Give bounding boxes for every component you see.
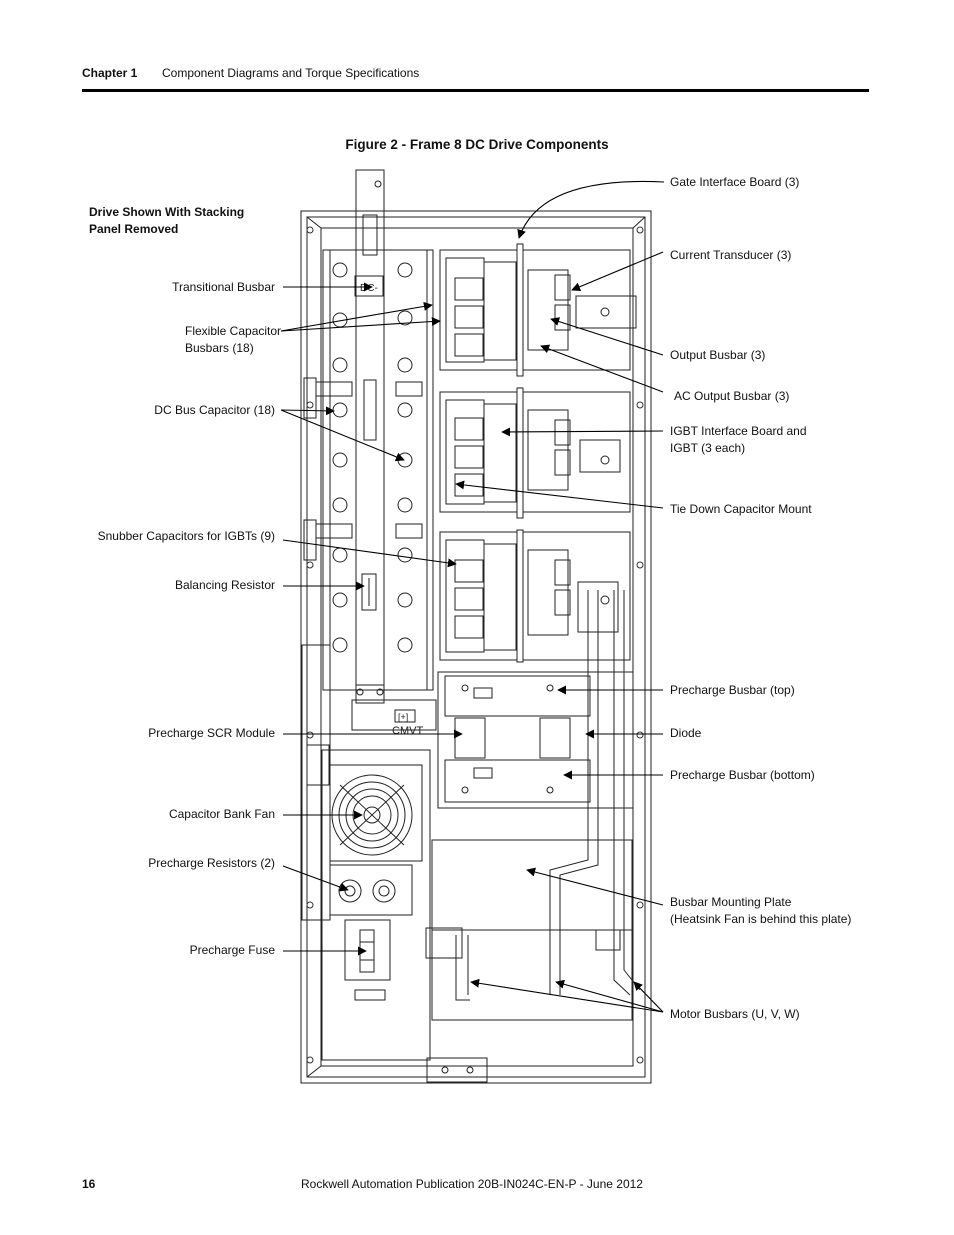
capacitor-bank: [303, 169, 437, 731]
leader-ac-output-busbar: [540, 344, 664, 393]
figure-note-line1: Drive Shown With Stacking: [89, 205, 245, 219]
label-precharge-busbar-top: Precharge Busbar (top): [670, 683, 795, 697]
balancing-resistor: [361, 573, 377, 611]
chapter-title: Component Diagrams and Torque Specificat…: [162, 66, 420, 80]
label-precharge-resistors: Precharge Resistors (2): [148, 856, 275, 870]
leader-flexible-capacitor-2: [280, 317, 441, 332]
label-busbar-mounting-plate-line2: (Heatsink Fan is behind this plate): [670, 912, 852, 926]
label-dc-bus-capacitor: DC Bus Capacitor (18): [154, 403, 275, 417]
gate-interface-boards: [516, 243, 524, 663]
igbt-module-1: [439, 249, 637, 371]
label-precharge-busbar-bottom: Precharge Busbar (bottom): [670, 768, 815, 782]
header-rule: [82, 89, 869, 92]
transitional-busbar: DC-: [354, 275, 384, 297]
leader-flexible-capacitor-1: [280, 301, 433, 332]
leader-busbar-mounting-plate: [526, 867, 664, 906]
cabinet-holes: [306, 226, 644, 1064]
leader-motor-busbar-v: [555, 979, 664, 1013]
label-motor-busbars: Motor Busbars (U, V, W): [670, 1007, 800, 1021]
chapter-label: Chapter 1: [82, 66, 138, 80]
leader-lines-right: [455, 180, 665, 1013]
label-precharge-scr-module: Precharge SCR Module: [148, 726, 275, 740]
label-precharge-fuse: Precharge Fuse: [189, 943, 275, 957]
lower-left-panel: [301, 644, 431, 1061]
cabinet-bottom: [426, 1057, 488, 1083]
leader-snubber-capacitors: [282, 539, 457, 568]
label-igbt-interface-board-line2: IGBT (3 each): [670, 441, 746, 455]
leader-lines-left: [280, 282, 463, 956]
label-diode: Diode: [670, 726, 702, 740]
label-busbar-mounting-plate-line1: Busbar Mounting Plate: [670, 895, 792, 909]
dc-bus-capacitors: [332, 180, 413, 696]
leader-tie-down-capacitor-mount: [455, 480, 664, 509]
scr-mark: [+]: [398, 712, 408, 722]
label-transitional-busbar: Transitional Busbar: [172, 280, 275, 294]
precharge-section: [+] CMVT: [392, 671, 634, 809]
dc-mark: DC-: [360, 283, 378, 294]
leader-gate-interface-board: [517, 180, 665, 239]
label-igbt-interface-board-line1: IGBT Interface Board and: [670, 424, 807, 438]
leader-precharge-resistors: [282, 865, 349, 892]
figure-title: Figure 2 - Frame 8 DC Drive Components: [345, 137, 609, 152]
label-flexible-capacitor-line1: Flexible Capacitor: [185, 324, 282, 338]
igbt-module-2: [439, 391, 631, 513]
leader-igbt-interface-board: [501, 427, 664, 437]
leader-motor-busbar-w: [633, 981, 664, 1013]
label-snubber-capacitors: Snubber Capacitors for IGBTs (9): [97, 529, 275, 543]
label-capacitor-bank-fan: Capacitor Bank Fan: [168, 807, 275, 821]
label-balancing-resistor: Balancing Resistor: [174, 578, 275, 592]
publication-line: Rockwell Automation Publication 20B-IN02…: [301, 1177, 643, 1191]
label-ac-output-busbar: AC Output Busbar (3): [674, 389, 790, 403]
label-gate-interface-board: Gate Interface Board (3): [670, 175, 800, 189]
leader-current-transducer: [571, 251, 664, 292]
page-number: 16: [82, 1177, 96, 1191]
label-tie-down-capacitor-mount: Tie Down Capacitor Mount: [670, 502, 812, 516]
leader-dc-bus-capacitor-1: [280, 406, 335, 416]
igbt-module-3: [439, 531, 631, 661]
figure-note-line2: Panel Removed: [89, 222, 179, 236]
cabinet-outline: [300, 210, 652, 1084]
cmvt-mark: CMVT: [392, 725, 423, 737]
label-current-transducer: Current Transducer (3): [670, 248, 792, 262]
leader-motor-busbar-u: [470, 978, 664, 1013]
leader-output-busbar: [550, 317, 664, 356]
label-output-busbar: Output Busbar (3): [670, 348, 766, 362]
precharge-resistors: [338, 879, 396, 903]
figure-note: Drive Shown With Stacking Panel Removed: [89, 204, 244, 238]
leader-dc-bus-capacitor-2: [280, 409, 405, 462]
label-flexible-capacitor-line2: Busbars (18): [185, 341, 254, 355]
